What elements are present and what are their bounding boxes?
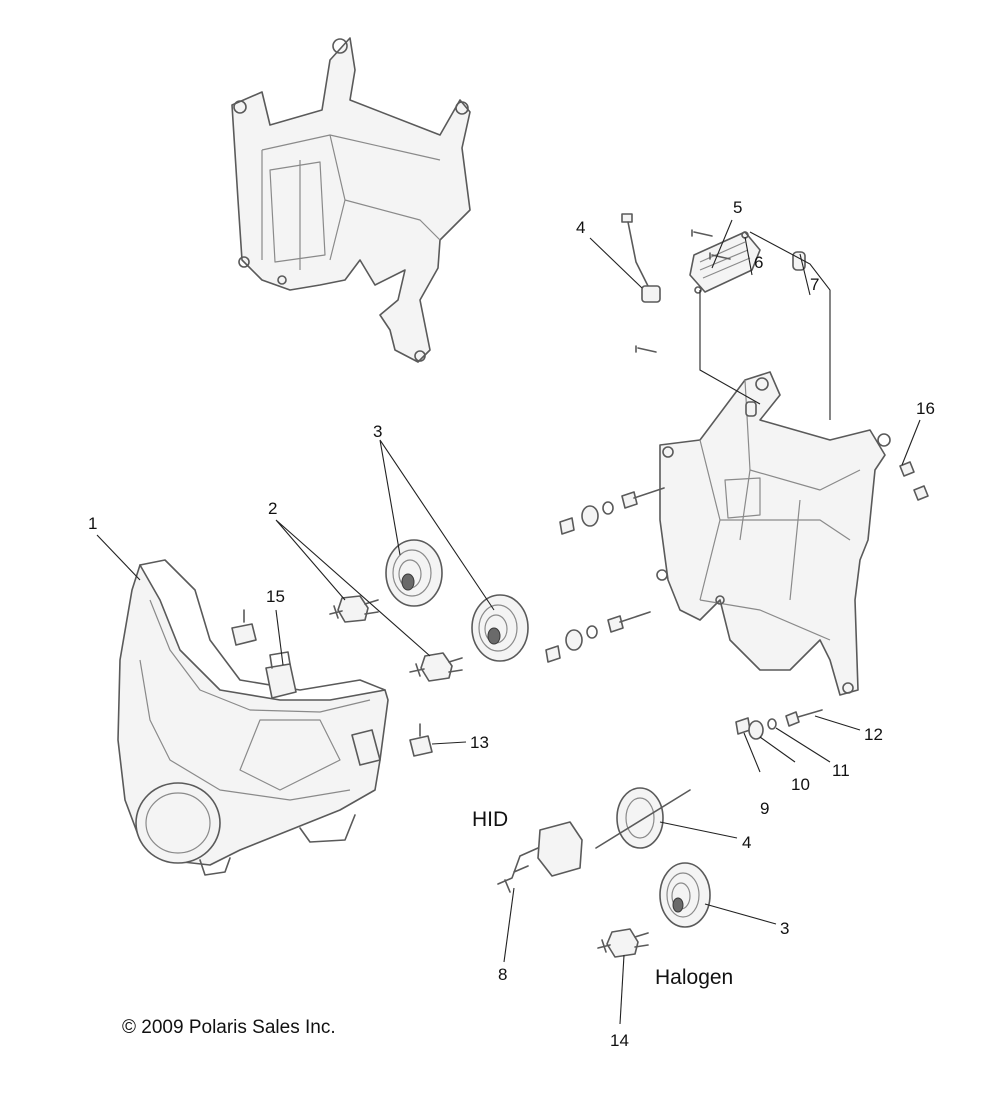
hid-boot (595, 787, 691, 849)
callout-5: 5 (733, 198, 742, 217)
callout-6: 6 (754, 253, 763, 272)
ballast-screws (635, 229, 731, 353)
callout-4b: 4 (742, 833, 751, 852)
upper-support-bracket (231, 37, 471, 363)
callout-10: 10 (791, 775, 810, 794)
dust-boot-lower (471, 594, 529, 662)
callout-3b: 3 (780, 919, 789, 938)
callout-13: 13 (470, 733, 489, 752)
hid-bulb (497, 821, 583, 893)
leader-lines (96, 219, 921, 1025)
hid-wire-harness (621, 213, 661, 303)
hardware-set-middle (545, 611, 651, 663)
callout-9: 9 (760, 799, 769, 818)
grommet-10 (748, 720, 764, 740)
halogen-bulb-lower (409, 652, 463, 682)
nut-9 (735, 717, 751, 735)
callout-4: 4 (576, 218, 585, 237)
washer-11 (767, 718, 777, 730)
ballast-mount-line-2 (699, 290, 761, 405)
callout-8: 8 (498, 965, 507, 984)
adjuster-screw (231, 609, 257, 646)
halogen-boot (659, 862, 711, 928)
copyright-notice: © 2009 Polaris Sales Inc. (122, 1017, 336, 1038)
hid-label: HID (472, 808, 508, 831)
bulb-socket (265, 651, 297, 699)
nuts-16 (899, 461, 929, 501)
ballast-mount-line (749, 231, 831, 420)
headlight-mounting-bracket (656, 371, 891, 696)
halogen-bulb-replacement (597, 928, 649, 958)
callout-3: 3 (373, 422, 382, 441)
hardware-set-lower (735, 709, 823, 740)
halogen-bulb-upper (329, 595, 379, 623)
hid-ballast (689, 231, 761, 294)
dust-boot-upper (385, 539, 443, 607)
callout-15: 15 (266, 587, 285, 606)
callout-16: 16 (916, 399, 935, 418)
callout-12: 12 (864, 725, 883, 744)
callout-1: 1 (88, 514, 97, 533)
callout-11: 11 (832, 761, 850, 780)
halogen-label: Halogen (655, 966, 733, 989)
callout-2: 2 (268, 499, 277, 518)
adjuster-screw-2 (409, 723, 433, 757)
callout-14: 14 (610, 1031, 629, 1050)
screw-12 (785, 711, 800, 727)
headlight-assembly (117, 559, 389, 876)
callout-7: 7 (810, 275, 819, 294)
hardware-set-upper (559, 487, 665, 535)
